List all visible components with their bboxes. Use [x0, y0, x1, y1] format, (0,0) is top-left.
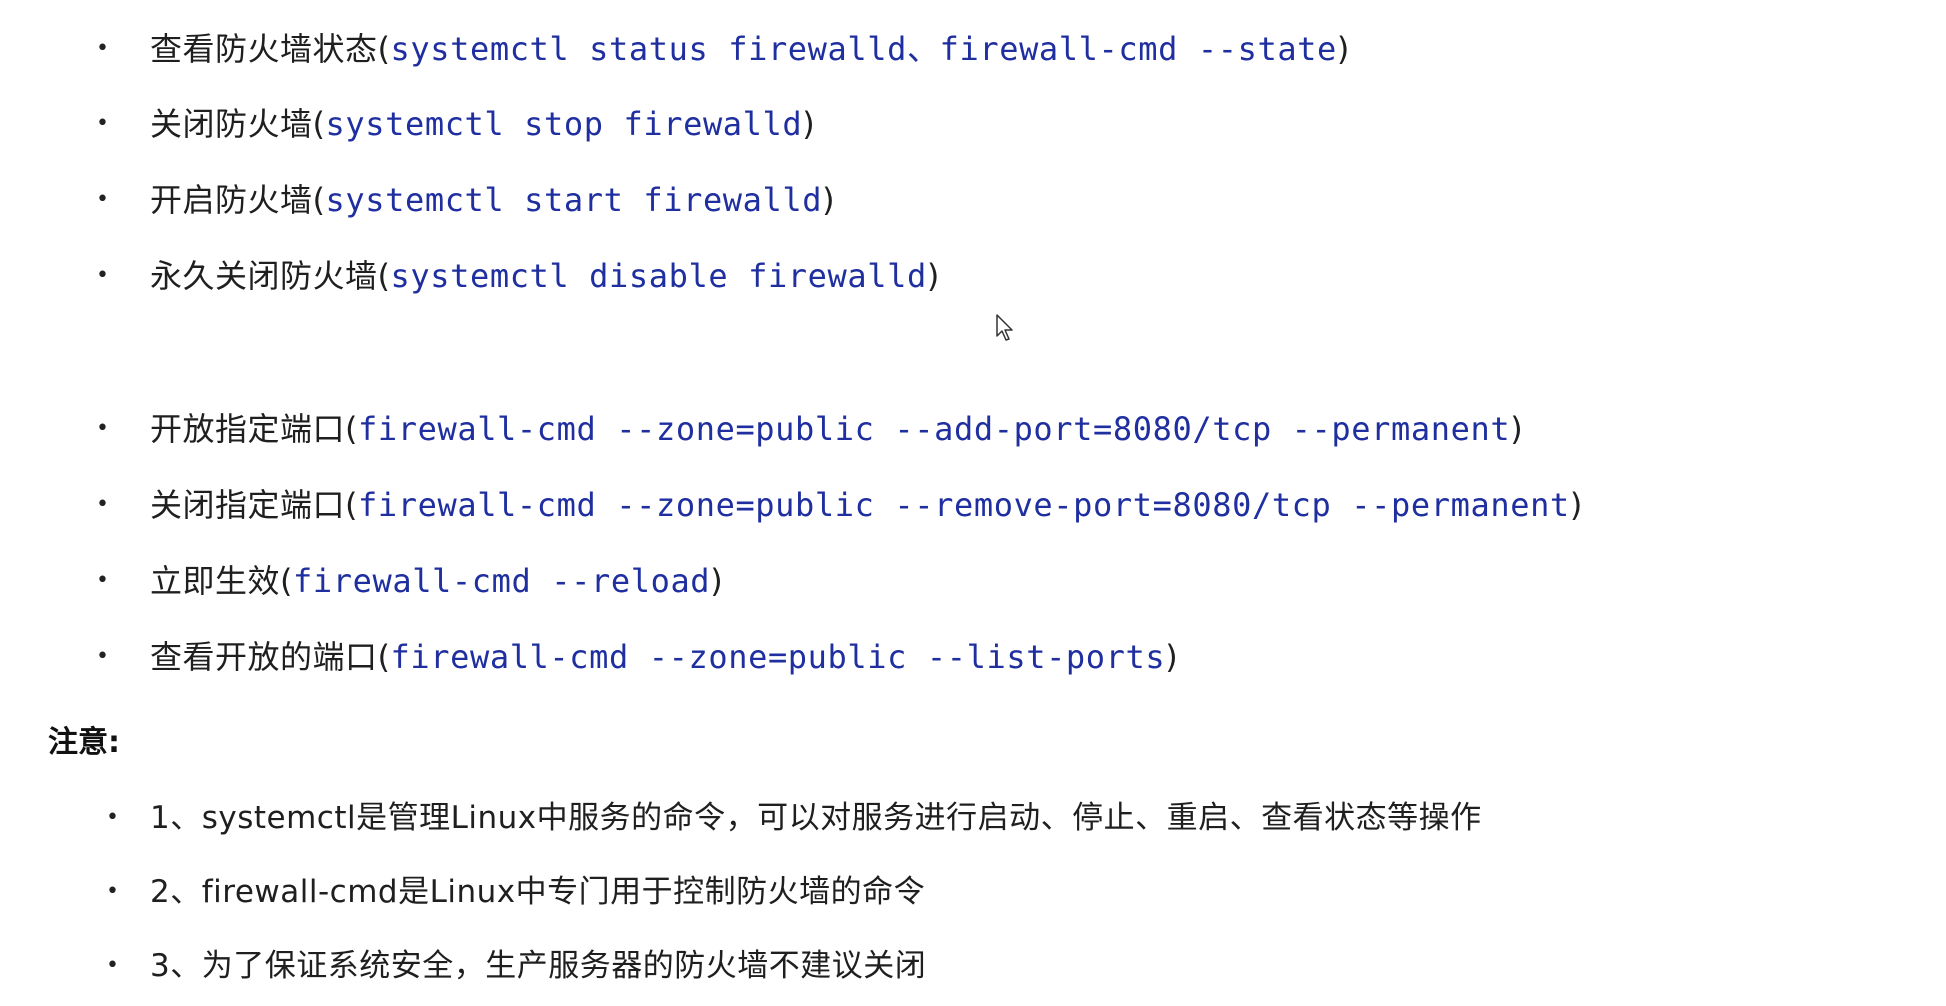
bullet-icon: • [96, 492, 109, 517]
open-paren: ( [345, 486, 358, 524]
command-label: 查看防火墙状态 [150, 30, 378, 68]
command-line: 开启防火墙(systemctl start firewalld) [150, 170, 835, 230]
bullet-icon: • [96, 263, 109, 288]
command-code: firewall-cmd --reload [293, 562, 711, 600]
open-paren: ( [345, 410, 358, 448]
command-line: 关闭指定端口(firewall-cmd --zone=public --remo… [150, 475, 1583, 535]
command-line: 永久关闭防火墙(systemctl disable firewalld) [150, 246, 940, 306]
close-paren: ) [926, 257, 940, 295]
command-label: 开启防火墙 [150, 181, 313, 219]
close-paren: ) [1510, 410, 1524, 448]
command-code: firewall-cmd --zone=public --list-ports [390, 638, 1166, 676]
notes-heading: 注意: [48, 725, 120, 760]
mouse-pointer-icon [996, 314, 1013, 341]
close-paren: ) [822, 181, 836, 219]
bullet-icon: • [96, 644, 109, 669]
bullet-icon: • [96, 187, 109, 212]
command-line: 查看防火墙状态(systemctl status firewalld、firew… [150, 19, 1350, 79]
note-text: 3、为了保证系统安全，生产服务器的防火墙不建议关闭 [150, 948, 927, 984]
command-label: 查看开放的端口 [150, 638, 378, 676]
command-label: 关闭指定端口 [150, 486, 346, 524]
note-text: 1、systemctl是管理Linux中服务的命令，可以对服务进行启动、停止、重… [150, 800, 1482, 836]
close-paren: ) [1569, 486, 1583, 524]
bullet-icon: • [106, 879, 119, 904]
command-label: 开放指定端口 [150, 410, 346, 448]
close-paren: ) [802, 105, 816, 143]
command-code: systemctl start firewalld [325, 181, 823, 219]
open-paren: ( [312, 105, 326, 143]
command-code: systemctl stop firewalld [325, 105, 803, 143]
command-line: 立即生效(firewall-cmd --reload) [150, 551, 723, 611]
open-paren: ( [312, 181, 326, 219]
bullet-icon: • [106, 953, 119, 978]
command-label: 立即生效 [150, 562, 281, 600]
command-line: 关闭防火墙(systemctl stop firewalld) [150, 94, 815, 154]
open-paren: ( [377, 30, 391, 68]
command-line: 查看开放的端口(firewall-cmd --zone=public --lis… [150, 627, 1178, 687]
open-paren: ( [377, 638, 391, 676]
bullet-icon: • [96, 416, 109, 441]
command-label: 关闭防火墙 [150, 105, 313, 143]
note-text: 2、firewall-cmd是Linux中专门用于控制防火墙的命令 [150, 874, 926, 910]
close-paren: ) [710, 562, 724, 600]
command-code: firewall-cmd --zone=public --remove-port… [358, 486, 1570, 524]
bullet-icon: • [106, 805, 119, 830]
command-line: 开放指定端口(firewall-cmd --zone=public --add-… [150, 399, 1523, 459]
bullet-icon: • [96, 111, 109, 136]
close-paren: ) [1165, 638, 1179, 676]
command-label: 永久关闭防火墙 [150, 257, 378, 295]
close-paren: ) [1336, 30, 1350, 68]
open-paren: ( [280, 562, 293, 600]
open-paren: ( [377, 257, 391, 295]
command-code: systemctl disable firewalld [390, 257, 927, 295]
command-code: firewall-cmd --zone=public --add-port=80… [358, 410, 1511, 448]
bullet-icon: • [96, 568, 109, 593]
bullet-icon: • [96, 36, 109, 61]
command-code: systemctl status firewalld、firewall-cmd … [390, 30, 1337, 68]
